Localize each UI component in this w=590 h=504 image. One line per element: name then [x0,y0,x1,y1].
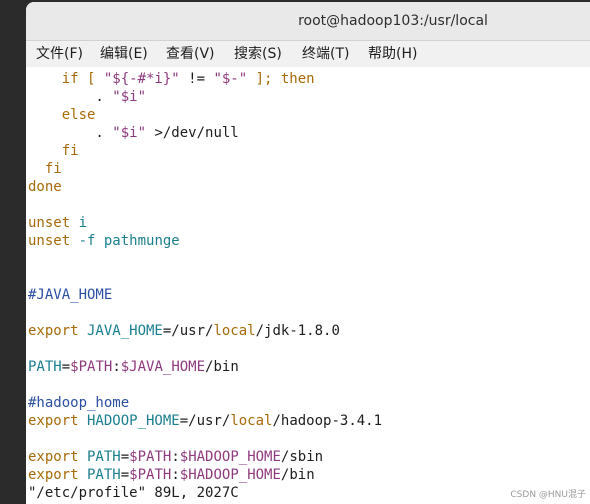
code-line: if [ "${-#*i}" != "$-" ]; then [28,71,315,87]
code-line: . "$i" >/dev/null [28,125,239,141]
menu-bar: 文件(F) 编辑(E) 查看(V) 搜索(S) 终端(T) 帮助(H) [26,41,590,67]
code-line: export PATH=$PATH:$HADOOP_HOME/bin [28,467,315,483]
code-line: unset i [28,215,88,231]
menu-help[interactable]: 帮助(H) [368,46,418,62]
vim-status-line: "/etc/profile" 89L, 2027C [28,485,239,501]
code-line: PATH=$PATH:$JAVA_HOME/bin [28,359,239,375]
menu-terminal[interactable]: 终端(T) [302,46,350,62]
code-line: unset -f pathmunge [28,233,180,249]
code-line: done [28,179,62,195]
code-line: export HADOOP_HOME=/usr/local/hadoop-3.4… [28,413,383,429]
watermark: CSDN @HNU混子 [510,490,586,500]
code-line: #hadoop_home [28,395,130,411]
code-line: #JAVA_HOME [28,287,113,303]
code-line: . "$i" [28,89,147,105]
code-line: else [28,107,96,123]
terminal-window: root@hadoop103:/usr/local 文件(F) 编辑(E) 查看… [26,2,590,504]
terminal-content[interactable]: if [ "${-#*i}" != "$-" ]; then . "$i" el… [26,68,590,504]
title-bar[interactable]: root@hadoop103:/usr/local [26,2,590,41]
menu-edit[interactable]: 编辑(E) [100,46,148,62]
code-line: fi [28,143,79,159]
code-line: export JAVA_HOME=/usr/local/jdk-1.8.0 [28,323,340,339]
code-line: fi [28,161,62,177]
menu-file[interactable]: 文件(F) [36,46,83,62]
window-title: root@hadoop103:/usr/local [298,13,488,29]
menu-view[interactable]: 查看(V) [166,46,215,62]
code-line: export PATH=$PATH:$HADOOP_HOME/sbin [28,449,324,465]
menu-search[interactable]: 搜索(S) [234,46,282,62]
